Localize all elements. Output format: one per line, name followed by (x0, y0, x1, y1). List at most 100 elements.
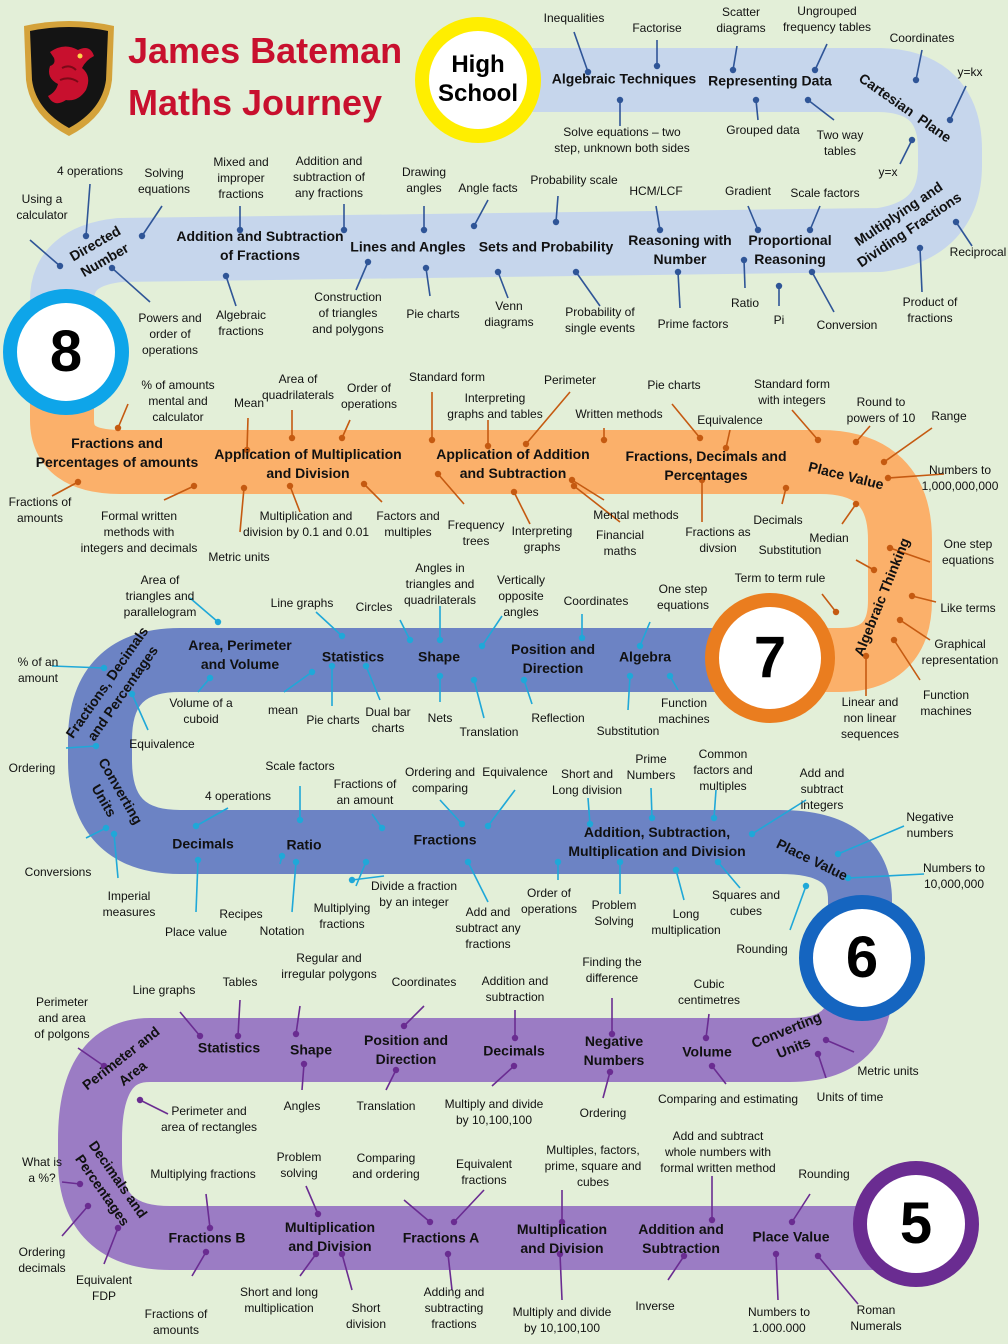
connector-dot (702, 1034, 710, 1042)
connector-line (85, 183, 91, 237)
subtopic-label: Like terms (940, 601, 996, 615)
connector-line (363, 483, 383, 503)
connector-line (131, 693, 149, 731)
connector-line (821, 593, 837, 613)
connector-line (139, 1099, 169, 1115)
subtopic-label: Construction of triangles and polygons (312, 290, 384, 336)
connector-dot (568, 476, 576, 484)
connector-line (650, 787, 653, 819)
topic-algebra: Algebra (618, 648, 672, 665)
connector-line (437, 473, 465, 505)
connector-line (103, 1227, 119, 1265)
connector-line (195, 859, 199, 913)
connector-dot (912, 76, 920, 84)
subtopic-label: Solving equations (137, 166, 191, 196)
topic-lines-and-angles: Lines and Angles (350, 238, 466, 255)
connector-line (403, 1005, 425, 1027)
subtopic-label: Reciprocal (949, 245, 1007, 259)
subtopic-label: Tables (222, 975, 258, 989)
subtopic-label: Addition and subtraction (481, 974, 549, 1004)
connector-dot (422, 264, 430, 272)
connector-dot (102, 824, 110, 832)
subtopic-label: Inverse (635, 1299, 675, 1313)
connector-dot (804, 96, 812, 104)
connector-dot (558, 1218, 566, 1226)
connector-line (301, 1063, 305, 1091)
connector-dot (729, 66, 737, 74)
subtopic-label: Interpreting graphs and tables (447, 391, 543, 421)
connector-line (117, 403, 129, 429)
subtopic-label: Reflection (531, 711, 585, 725)
connector-line (751, 799, 807, 835)
connector-dot (653, 62, 661, 70)
connector-dot (328, 662, 336, 670)
subtopic-label: Multiply and divide by 10,100,100 (512, 1305, 612, 1335)
connector-line (385, 1069, 397, 1091)
subtopic-label: Perimeter and area of rectangles (160, 1104, 258, 1134)
connector-dot (666, 672, 674, 680)
connector-dot (312, 1250, 320, 1258)
connector-dot (908, 136, 916, 144)
subtopic-label: Translation (459, 725, 519, 739)
connector-dot (884, 474, 892, 482)
connector-dot (600, 436, 608, 444)
connector-dot (114, 424, 122, 432)
connector-line (791, 409, 819, 441)
journey-road (30, 48, 982, 1270)
connector-dot (626, 672, 634, 680)
connector-line (473, 199, 489, 227)
connector-dot (636, 642, 644, 650)
connector-line (447, 1253, 453, 1291)
connector-dot (814, 1252, 822, 1260)
connector-line (807, 99, 835, 121)
connector-line (425, 267, 431, 297)
topic-fractions: Fractions (413, 831, 477, 848)
subtopic-label: Prime factors (657, 317, 729, 331)
connector-dot (852, 500, 860, 508)
topic-volume: Volume (682, 1043, 732, 1060)
stage-badge-year-7: 7 (705, 593, 835, 723)
subtopic-label: Perimeter (543, 373, 597, 387)
subtopic-label: Negative numbers (906, 810, 954, 840)
connector-line (225, 275, 237, 307)
connector-line (111, 267, 151, 303)
connector-line (439, 799, 463, 825)
connector-line (341, 419, 351, 439)
connector-line (355, 261, 369, 291)
connector-line (837, 825, 905, 855)
connector-line (732, 45, 738, 71)
connector-dot (240, 484, 248, 492)
connector-dot (348, 876, 356, 884)
connector-line (705, 1013, 710, 1039)
road-year-7 (68, 628, 892, 958)
topic-proportional-reasoning: Proportional Reasoning (748, 232, 832, 267)
connector-dot (110, 830, 118, 838)
connector-line (497, 271, 509, 299)
subtopic-label: Order of operations (340, 381, 398, 411)
subtopic-label: Roman Numerals (850, 1303, 902, 1333)
connector-line (481, 615, 503, 647)
connector-dot (292, 1030, 300, 1038)
subtopic-label: Conversions (24, 865, 92, 879)
subtopic-label: Rounding (736, 942, 788, 956)
connector-dot (296, 816, 304, 824)
subtopic-label: y=x (878, 165, 898, 179)
subtopic-label: Squares and cubes (711, 888, 781, 918)
subtopic-label: Fractions as divsion (685, 525, 751, 555)
subtopic-label: 4 operations (204, 789, 272, 803)
connector-dot (648, 814, 656, 822)
connector-line (775, 1253, 779, 1301)
subtopic-label: Range (931, 409, 967, 423)
subtopic-label: Multiplication and division by 0.1 and 0… (242, 509, 370, 539)
connector-dot (608, 1030, 616, 1038)
connector-dot (202, 1248, 210, 1256)
connector-line (29, 239, 61, 267)
connector-line (113, 833, 119, 879)
topic-fractions-decimals-and-percentages: Fractions, Decimals and Percentages (625, 448, 787, 483)
connector-line (163, 485, 195, 501)
subtopic-label: One step equations (656, 582, 710, 612)
connector-dot (886, 544, 894, 552)
connector-dot (484, 442, 492, 450)
topic-area-perimeter-and-volume: Area, Perimeter and Volume (188, 637, 292, 672)
connector-dot (554, 858, 562, 866)
